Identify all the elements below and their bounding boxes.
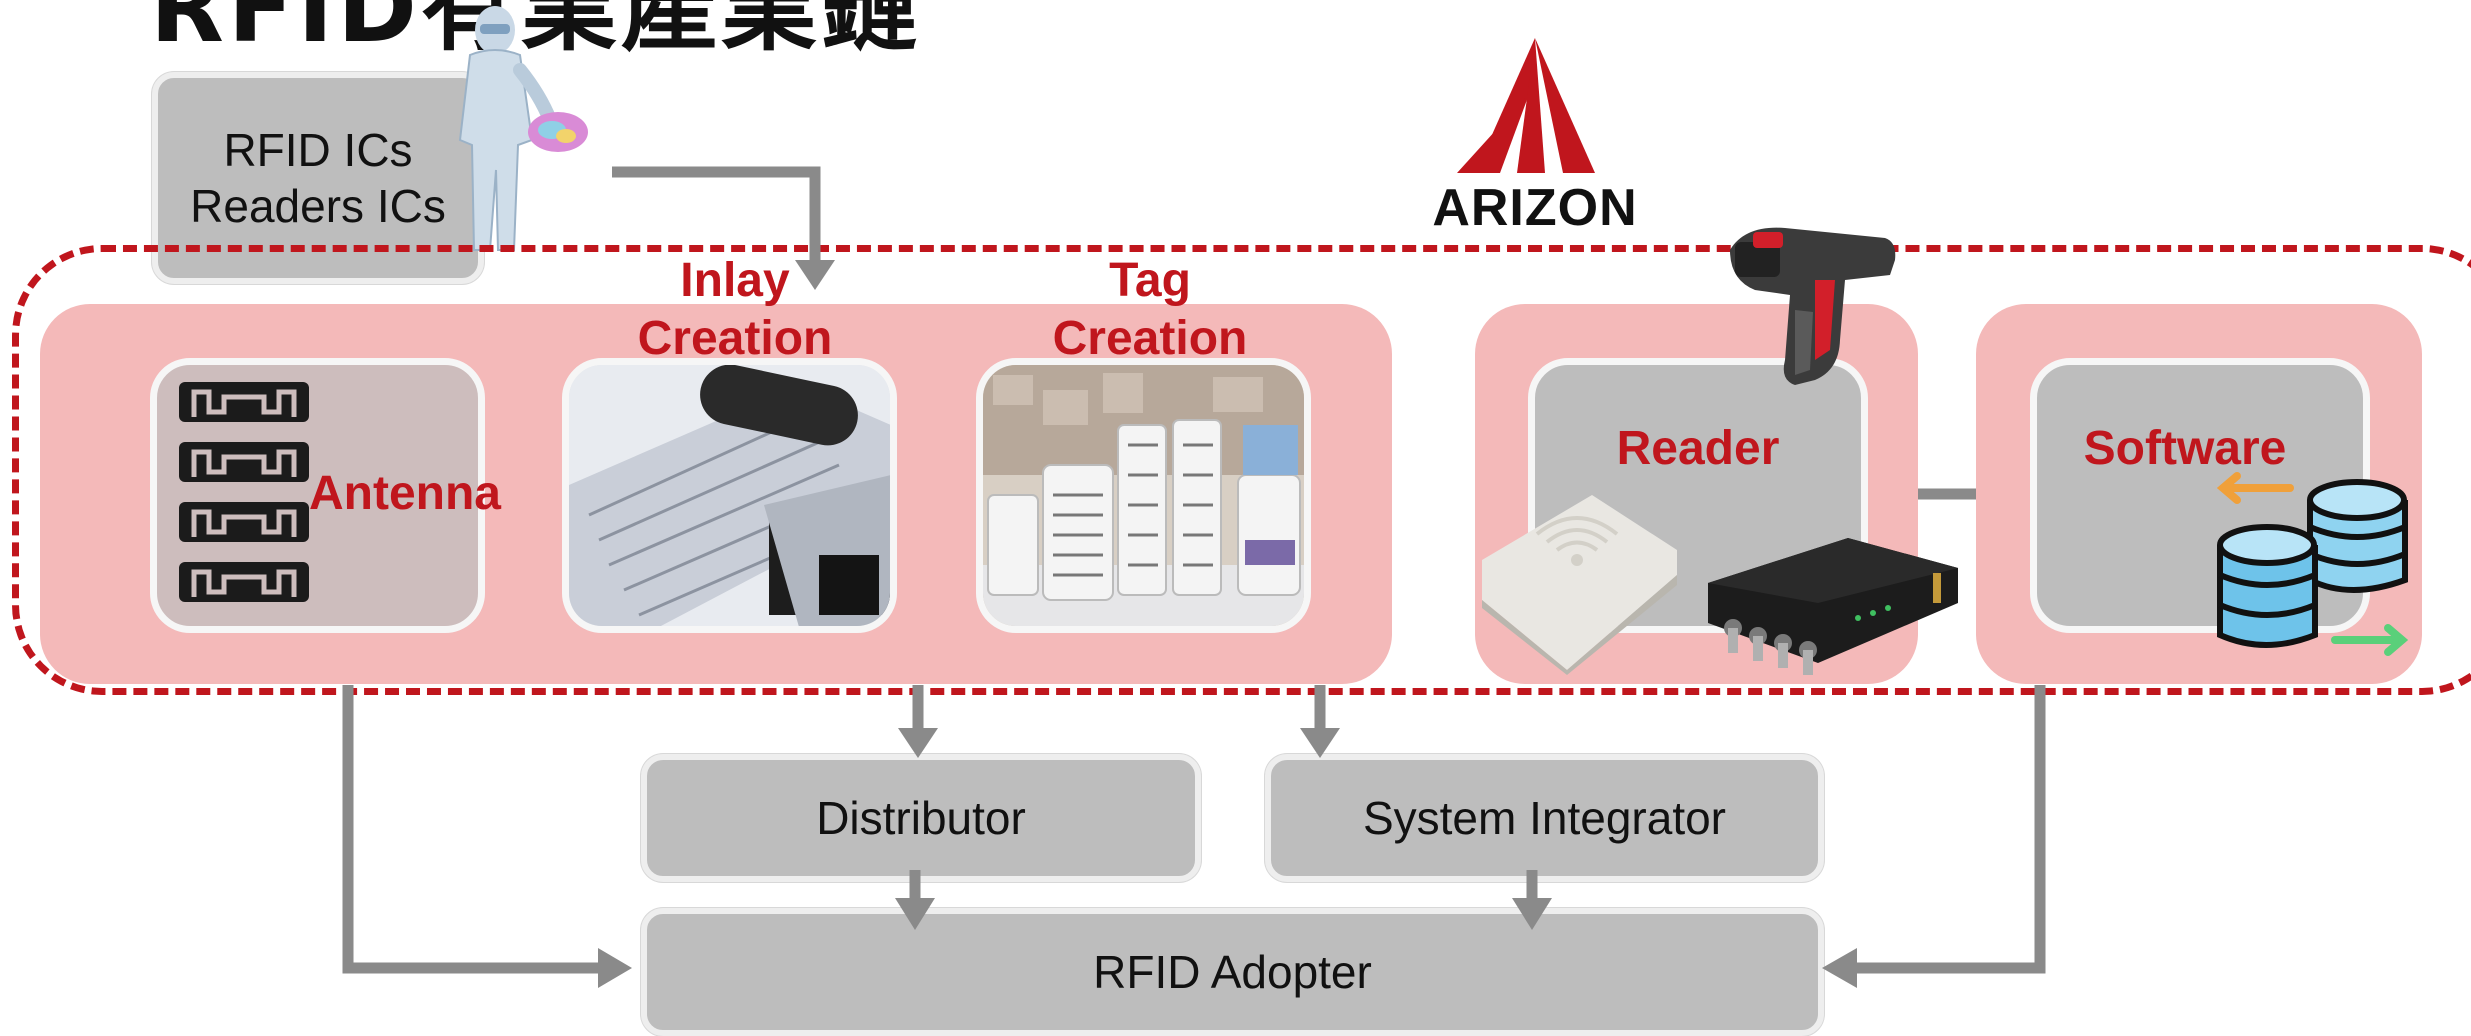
tag-label-line2: Creation: [1052, 312, 1248, 365]
page-title: RFID有業產業鏈: [150, 0, 921, 64]
antenna-label: Antenna: [309, 467, 501, 520]
inlay-creation-label: Inlay Creation: [610, 252, 860, 368]
handheld-reader-icon: [1730, 227, 1896, 385]
system-integrator-box: System Integrator: [1265, 754, 1824, 882]
readers-ics-label: Readers ICs: [190, 180, 446, 232]
arizon-logo-mark: [1457, 38, 1595, 173]
panel-reader-icon: [1482, 495, 1677, 675]
software-label: Software: [2083, 422, 2287, 475]
fixed-reader-icon: [1708, 538, 1958, 675]
arizon-logo-text: ARIZON: [1432, 179, 1638, 237]
distributor-box: Distributor: [641, 754, 1201, 882]
tag-roll-icon: [983, 365, 1304, 626]
arizon-scope-boundary: [12, 245, 2471, 695]
reader-label: Reader: [1616, 422, 1780, 475]
tag-label-line1: Tag: [1109, 254, 1191, 307]
inlay-label-line1: Inlay: [680, 254, 790, 307]
rfid-antenna-icon: [179, 382, 309, 602]
database-icon: [2216, 472, 2409, 656]
antenna-card: [150, 358, 485, 633]
inlay-roll-icon: [569, 365, 890, 626]
inlay-label-line2: Creation: [637, 312, 833, 365]
inlay-card: [562, 358, 897, 633]
rfid-ics-label: RFID ICs: [223, 124, 413, 176]
tag-card: [976, 358, 1311, 633]
cleanroom-worker-icon: [458, 6, 588, 251]
tag-creation-label: Tag Creation: [1020, 252, 1280, 368]
rfid-ics-box: RFID ICs Readers ICs: [152, 72, 484, 284]
